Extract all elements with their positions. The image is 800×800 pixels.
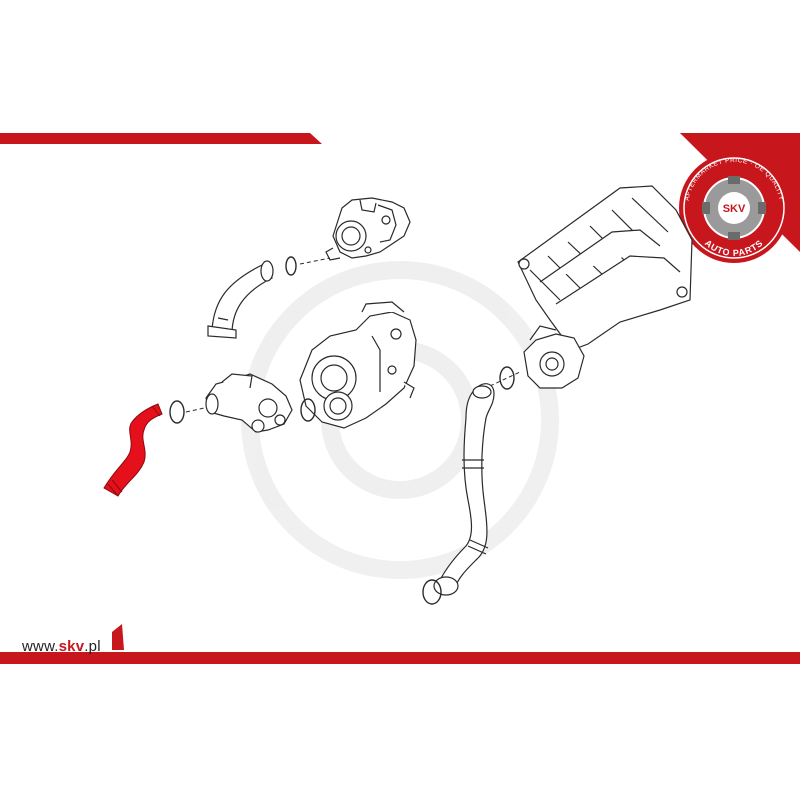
- upper-elbow-pipe: [207, 260, 274, 339]
- right-dash-line: [489, 371, 521, 387]
- gear-icon: [702, 176, 766, 240]
- middle-turbocharger: [299, 301, 417, 429]
- badge-center-text: SKV: [723, 203, 746, 215]
- upper-o-ring: [285, 256, 297, 276]
- website-link[interactable]: www.skv.pl: [22, 638, 101, 655]
- skv-badge: SKV AFTERMARKET PRICE · OE QUALITY AUTO …: [679, 153, 789, 263]
- website-brand-name: skv: [58, 638, 85, 655]
- middle-adapter: [205, 373, 293, 433]
- right-o-ring: [499, 366, 515, 390]
- middle-o-ring-right: [300, 398, 316, 422]
- right-throttle-body: [523, 325, 585, 389]
- website-prefix: www.: [22, 638, 59, 655]
- intake-hose-highlighted: [103, 403, 163, 497]
- middle-o-ring-left: [169, 400, 185, 424]
- website-suffix: .pl: [84, 638, 101, 655]
- charge-air-pipe: [433, 383, 495, 596]
- intake-manifold: [517, 185, 693, 351]
- middle-dash-line: [185, 407, 205, 413]
- upper-turbocharger: [325, 197, 411, 261]
- lower-o-ring: [422, 579, 442, 605]
- footer-band: [0, 624, 800, 664]
- upper-dash-line: [299, 257, 331, 265]
